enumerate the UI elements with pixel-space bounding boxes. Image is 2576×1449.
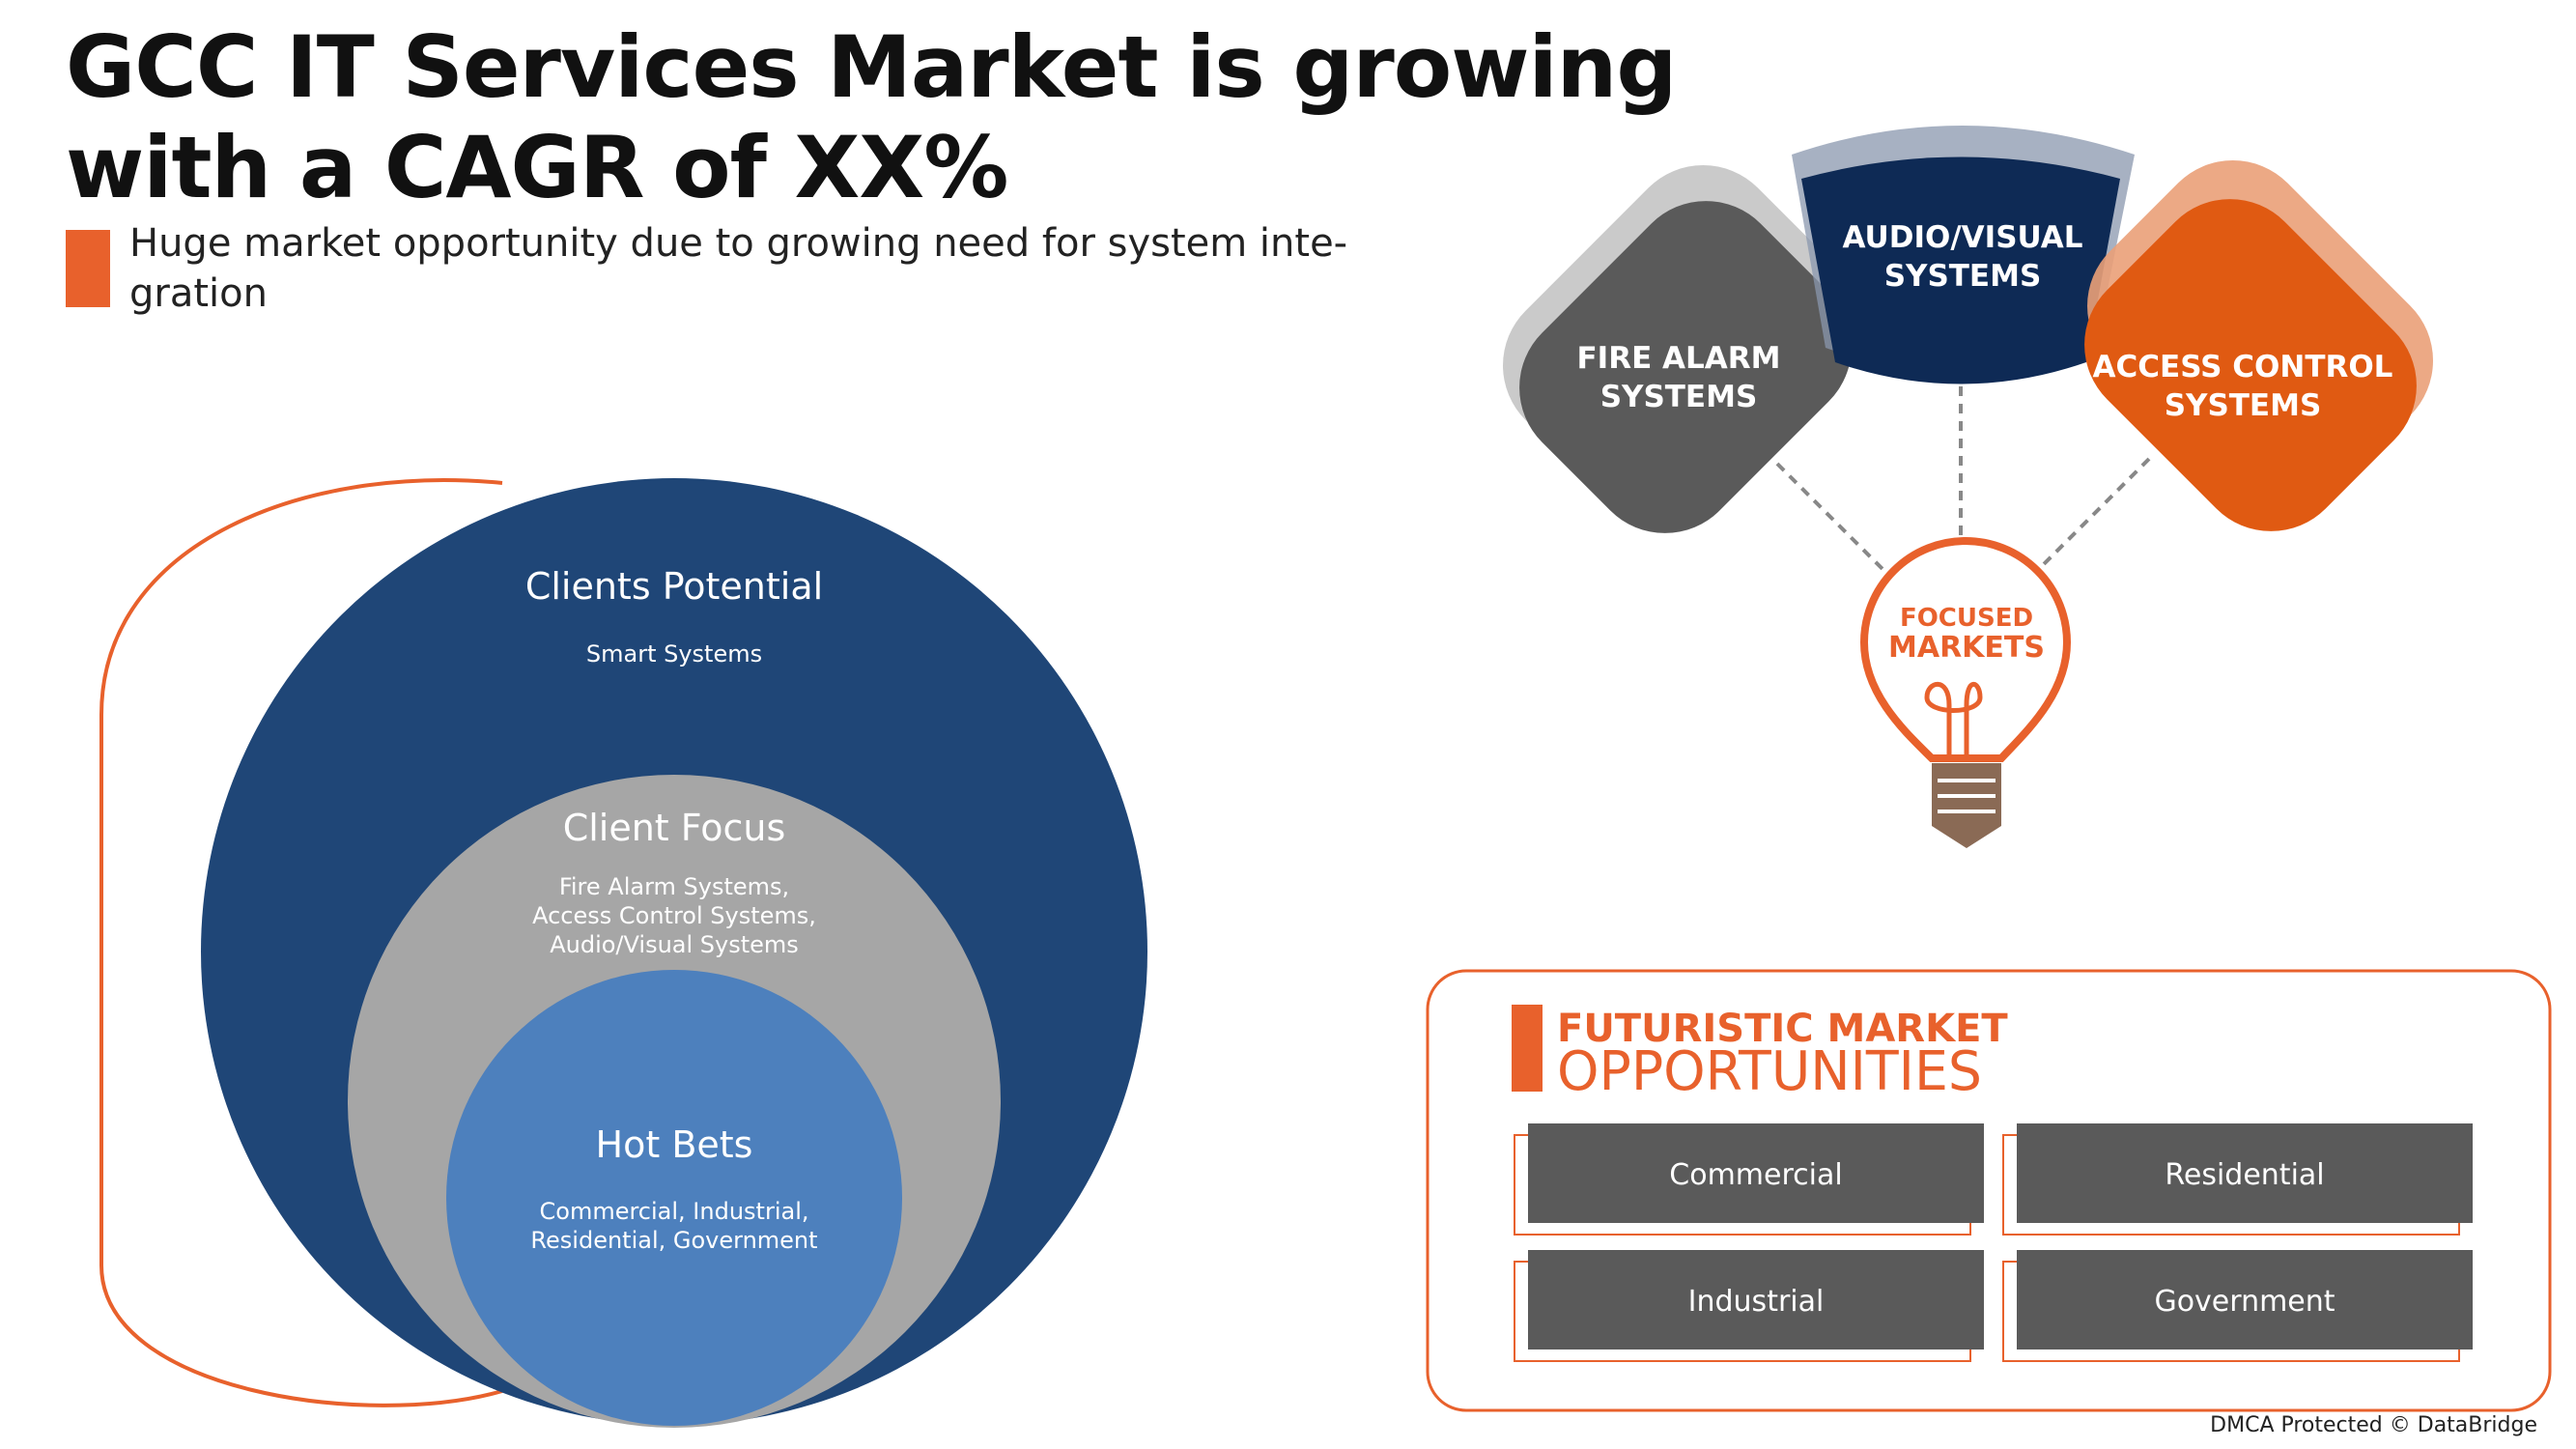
client-focus-body-line: Access Control Systems, (532, 902, 816, 929)
opportunity-label: Industrial (1688, 1285, 1825, 1319)
client-focus-body-line: Fire Alarm Systems, (559, 873, 789, 900)
subtitle-accent-bar (66, 230, 110, 307)
clients-potential-heading: Clients Potential (525, 565, 823, 608)
opportunities-accent-bar (1512, 1005, 1543, 1092)
opportunity-card-government (2017, 1250, 2473, 1350)
opportunities-panel: FUTURISTIC MARKET OPPORTUNITIES Commerci… (1426, 969, 2552, 1412)
focused-markets-diagram: FIRE ALARM SYSTEMS AUDIO/VISUAL SYSTEMS … (1503, 126, 2433, 848)
clients-potential-body-line: Smart Systems (586, 640, 762, 668)
hot-bets-circle (446, 970, 902, 1426)
connector-line (1775, 462, 1895, 582)
outer-orange-outline (99, 478, 503, 1407)
page-subtitle: Huge market opportunity due to growing n… (129, 221, 1348, 316)
opportunity-label: Commercial (1669, 1158, 1842, 1192)
access-control-label-line1: ACCESS CONTROL (2093, 350, 2393, 384)
hot-bets-heading: Hot Bets (596, 1123, 753, 1166)
hot-bets-body-line: Commercial, Industrial, (540, 1198, 809, 1225)
lightbulb-icon: FOCUSED MARKETS (1859, 537, 2072, 848)
opportunity-card-residential (2017, 1123, 2473, 1223)
client-focus-heading: Client Focus (563, 807, 786, 849)
audio-visual-label-line2: SYSTEMS (1884, 259, 2042, 294)
client-focus-body-line: Audio/Visual Systems (550, 931, 799, 958)
audio-visual-label-line1: AUDIO/VISUAL (1843, 220, 2083, 255)
opportunity-card-commercial (1528, 1123, 1984, 1223)
access-control-petal: ACCESS CONTROL SYSTEMS (2084, 160, 2433, 531)
bulb-label-line2: MARKETS (1888, 631, 2045, 665)
opportunities-heading-line1: FUTURISTIC MARKET (1557, 1007, 2008, 1051)
opportunity-label: Residential (2165, 1158, 2324, 1192)
hot-bets-body-line: Residential, Government (530, 1227, 817, 1254)
opportunities-heading-line2: OPPORTUNITIES (1557, 1040, 1982, 1103)
audio-visual-petal: AUDIO/VISUAL SYSTEMS (1792, 126, 2135, 384)
fire-alarm-label-line2: SYSTEMS (1600, 380, 1758, 414)
fire-alarm-petal: FIRE ALARM SYSTEMS (1503, 165, 1852, 533)
client-circles-diagram: Clients Potential Smart Systems Client F… (99, 478, 1147, 1428)
opportunity-card-industrial (1528, 1250, 1984, 1350)
bulb-label-line1: FOCUSED (1900, 604, 2033, 633)
connector-line (2036, 457, 2151, 572)
access-control-label-line2: SYSTEMS (2165, 388, 2322, 423)
page-title: GCC IT Services Market is growing with a… (66, 17, 1677, 217)
copyright-footer: DMCA Protected © DataBridge (2210, 1413, 2537, 1437)
opportunity-label: Government (2154, 1285, 2335, 1319)
fire-alarm-label-line1: FIRE ALARM (1576, 341, 1780, 376)
